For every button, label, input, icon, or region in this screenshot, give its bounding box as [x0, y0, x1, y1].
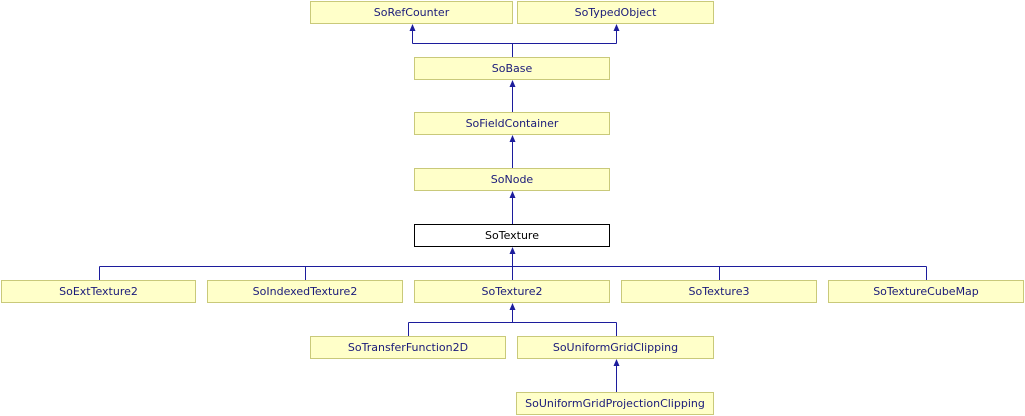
node-sotexture2[interactable]: SoTexture2 — [414, 280, 610, 303]
node-soexttexture2[interactable]: SoExtTexture2 — [1, 280, 196, 303]
node-souniformgridprojectionclipping[interactable]: SoUniformGridProjectionClipping — [516, 392, 714, 415]
arrowhead-to-sonode — [509, 191, 516, 198]
arrowhead-to-souniformgridclipping — [613, 359, 620, 366]
node-sotexturecubemap[interactable]: SoTextureCubeMap — [828, 280, 1024, 303]
node-souniformgridclipping[interactable]: SoUniformGridClipping — [517, 336, 714, 359]
node-sotypedobject[interactable]: SoTypedObject — [517, 1, 714, 24]
node-sotexture-current: SoTexture — [414, 224, 610, 247]
node-sofieldcontainer[interactable]: SoFieldContainer — [414, 112, 610, 135]
arrowhead-to-sorefcounter — [409, 24, 416, 31]
arrowhead-to-sotypedobject — [613, 24, 620, 31]
node-sonode[interactable]: SoNode — [414, 168, 610, 191]
node-sotransferfunction2d[interactable]: SoTransferFunction2D — [310, 336, 506, 359]
arrowhead-to-sotexture — [509, 247, 516, 254]
arrowhead-to-sobase — [509, 80, 516, 87]
node-soindexedtexture2[interactable]: SoIndexedTexture2 — [207, 280, 403, 303]
arrowhead-to-sotexture2 — [509, 303, 516, 310]
node-sorefcounter[interactable]: SoRefCounter — [310, 1, 513, 24]
node-sotexture3[interactable]: SoTexture3 — [621, 280, 817, 303]
arrowhead-to-sofieldcontainer — [509, 135, 516, 142]
node-sobase[interactable]: SoBase — [414, 57, 610, 80]
